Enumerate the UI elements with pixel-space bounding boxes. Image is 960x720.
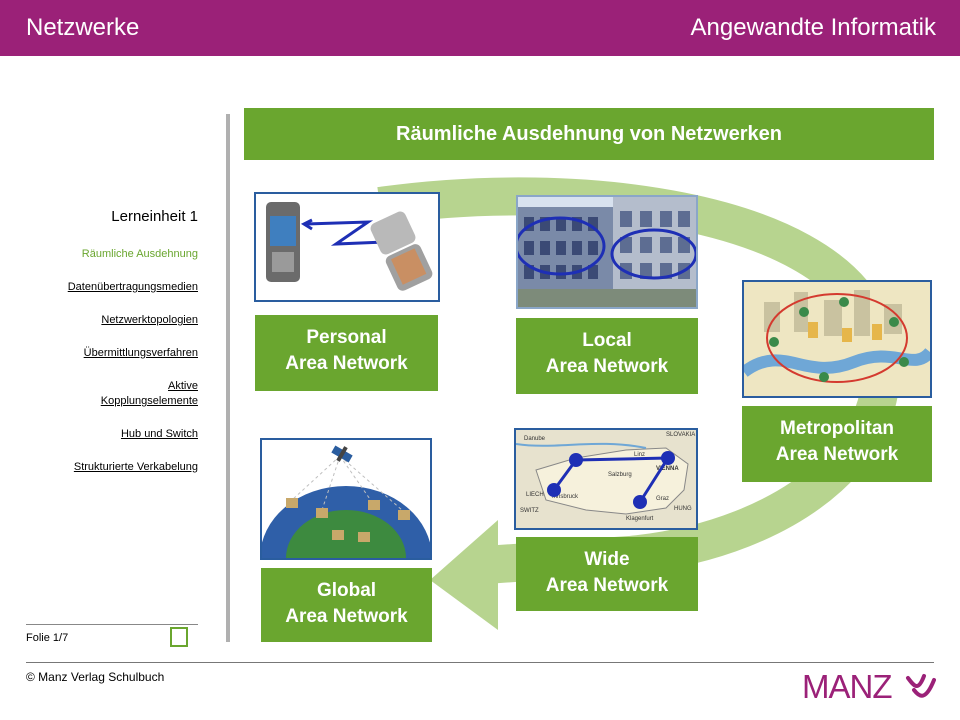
manz-logo-text: MANZ bbox=[802, 668, 892, 702]
nav-item-aktive-kopplungselemente[interactable]: Aktive Kopplungselemente bbox=[100, 380, 198, 407]
map-label-innsbruck: Innsbruck bbox=[552, 494, 579, 500]
pan-label-line1: Personal bbox=[306, 327, 387, 348]
nav-item-raeumliche-ausdehnung[interactable]: Räumliche Ausdehnung bbox=[81, 248, 198, 260]
wan-label-line1: Wide bbox=[584, 549, 630, 570]
gan-label-line2: Area Network bbox=[285, 606, 408, 627]
next-slide-button[interactable] bbox=[170, 627, 188, 647]
office-building-icon bbox=[518, 197, 696, 307]
manz-logo: MANZ bbox=[802, 668, 936, 702]
map-label-klagenfurt: Klagenfurt bbox=[626, 516, 654, 522]
nav-item-hub-und-switch[interactable]: Hub und Switch bbox=[120, 428, 198, 440]
sidebar-divider bbox=[226, 114, 230, 642]
header-title-right: Angewandte Informatik bbox=[690, 14, 936, 41]
map-label-linz: Linz bbox=[634, 452, 645, 458]
gan-label: Global Area Network bbox=[261, 568, 432, 642]
nav-item-netzwerktopologien[interactable]: Netzwerktopologien bbox=[101, 314, 198, 326]
pan-label: Personal Area Network bbox=[255, 315, 438, 391]
pan-label-line2: Area Network bbox=[285, 353, 408, 374]
nav-item-datenuebertragungsmedien[interactable]: Datenübertragungsmedien bbox=[67, 281, 198, 293]
city-map-icon bbox=[744, 282, 930, 396]
map-label-salzburg: Salzburg bbox=[608, 472, 632, 478]
man-label: Metropolitan Area Network bbox=[742, 406, 932, 482]
header-bar: Netzwerke Angewandte Informatik bbox=[0, 0, 960, 56]
lan-label-line1: Local bbox=[582, 330, 632, 351]
slide-title: Räumliche Ausdehnung von Netzwerken bbox=[244, 108, 934, 160]
copyright: © Manz Verlag Schulbuch bbox=[26, 670, 165, 684]
gan-image bbox=[260, 438, 432, 560]
nav-heading: Lerneinheit 1 bbox=[111, 208, 198, 225]
globe-satellite-icon bbox=[262, 440, 430, 558]
wan-label: Wide Area Network bbox=[516, 537, 698, 611]
header-title-left: Netzwerke bbox=[26, 14, 140, 41]
man-label-line2: Area Network bbox=[775, 444, 899, 465]
nav-item-uebermittlungsverfahren[interactable]: Übermittlungsverfahren bbox=[83, 347, 198, 359]
austria-map-icon: Danube SLOVAKIA Linz Salzburg VIENNA LIE… bbox=[516, 430, 696, 528]
footer-divider bbox=[26, 662, 934, 663]
nav-item-strukturierte-verkabelung[interactable]: Strukturierte Verkabelung bbox=[73, 461, 198, 473]
man-image bbox=[742, 280, 932, 398]
folie-divider bbox=[26, 624, 198, 625]
pda-and-phone-icon bbox=[266, 202, 433, 291]
lan-image bbox=[516, 195, 698, 309]
map-label-slovakia: SLOVAKIA bbox=[666, 432, 695, 438]
man-label-line1: Metropolitan bbox=[780, 418, 894, 439]
pan-image bbox=[254, 192, 440, 302]
gan-label-line1: Global bbox=[316, 580, 377, 601]
cycle-arrow-head bbox=[430, 520, 498, 630]
slide-number: Folie 1/7 bbox=[26, 632, 69, 644]
map-label-danube: Danube bbox=[524, 436, 546, 442]
lan-label-line2: Area Network bbox=[545, 356, 669, 377]
map-label-vienna: VIENNA bbox=[656, 466, 679, 472]
map-label-switz: SWITZ bbox=[520, 508, 539, 514]
lan-label: Local Area Network bbox=[516, 318, 698, 394]
wan-label-line2: Area Network bbox=[545, 575, 669, 596]
wan-image: Danube SLOVAKIA Linz Salzburg VIENNA LIE… bbox=[514, 428, 698, 530]
map-label-hung: HUNG bbox=[674, 506, 692, 512]
map-label-graz: Graz bbox=[656, 496, 669, 502]
map-label-liech: LIECH bbox=[526, 492, 544, 498]
sidebar-nav: Lerneinheit 1 Räumliche Ausdehnung Daten… bbox=[30, 208, 198, 493]
